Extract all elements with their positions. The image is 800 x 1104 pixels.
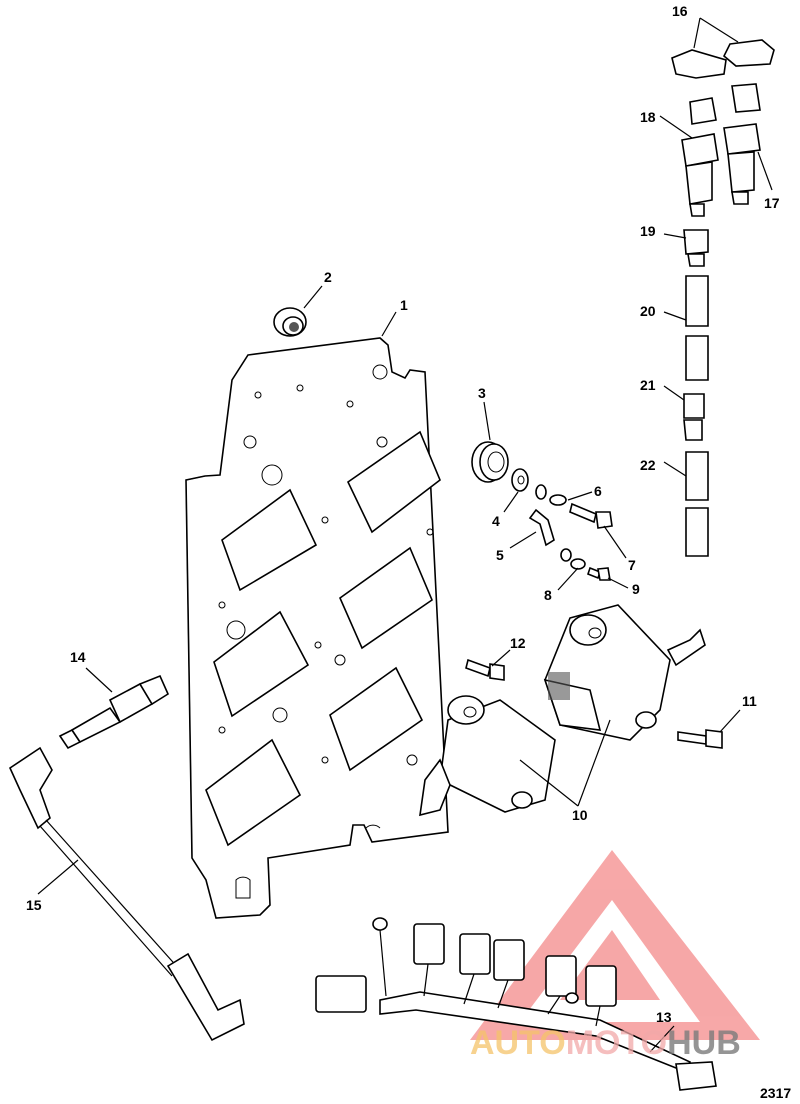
bushing: [471, 441, 509, 483]
bolt-12: [465, 658, 505, 681]
grommet: [273, 307, 307, 337]
spark-plug: [58, 674, 170, 750]
washer-6: [549, 494, 567, 506]
callout-13: 13: [656, 1009, 672, 1025]
ignition-coil-front: [419, 695, 556, 817]
bolt-11: [677, 729, 723, 749]
callout-2: 2: [324, 269, 332, 285]
screw-9: [587, 566, 611, 581]
callout-22: 22: [640, 457, 656, 473]
watermark-hub: HUB: [667, 1024, 741, 1062]
hose-20: [685, 275, 709, 381]
callout-11: 11: [742, 693, 757, 709]
mounting-plate: [185, 337, 449, 919]
callout-6: 6: [594, 483, 602, 499]
fitting-18: [681, 97, 719, 217]
ground-strap: [528, 484, 572, 562]
connector-group: [413, 923, 617, 1027]
callout-4: 4: [492, 513, 500, 529]
callout-9: 9: [632, 581, 640, 597]
figure-number: 2317: [760, 1085, 791, 1101]
callout-1: 1: [400, 297, 408, 313]
fitting-21: [683, 393, 705, 441]
watermark-text: AUTOMOTOHUB: [470, 1024, 741, 1062]
fitting-19: [683, 229, 709, 267]
leader-lines: [37, 17, 773, 1053]
callout-8: 8: [544, 587, 552, 603]
washer-8: [570, 558, 586, 570]
callout-12: 12: [510, 635, 526, 651]
plug-wire: [8, 746, 245, 1042]
callout-5: 5: [496, 547, 504, 563]
callout-16: 16: [672, 3, 688, 19]
fitting-17: [723, 83, 761, 205]
callout-3: 3: [478, 385, 486, 401]
callout-10: 10: [572, 807, 588, 823]
clips-16: [671, 39, 775, 79]
callout-17: 17: [764, 195, 780, 211]
hose-22: [685, 451, 709, 557]
watermark-moto: MOTO: [566, 1024, 667, 1062]
callout-21: 21: [640, 377, 656, 393]
callout-19: 19: [640, 223, 656, 239]
callout-14: 14: [70, 649, 86, 665]
watermark-auto: AUTO: [470, 1024, 566, 1062]
callout-18: 18: [640, 109, 656, 125]
ignition-coil-rear: [543, 604, 706, 741]
callout-15: 15: [26, 897, 42, 913]
callout-7: 7: [628, 557, 636, 573]
bolt-7: [569, 502, 613, 529]
wiring-harness: [315, 917, 717, 1091]
washer-4: [511, 468, 529, 492]
callout-20: 20: [640, 303, 656, 319]
watermark-logo: [470, 850, 760, 1040]
